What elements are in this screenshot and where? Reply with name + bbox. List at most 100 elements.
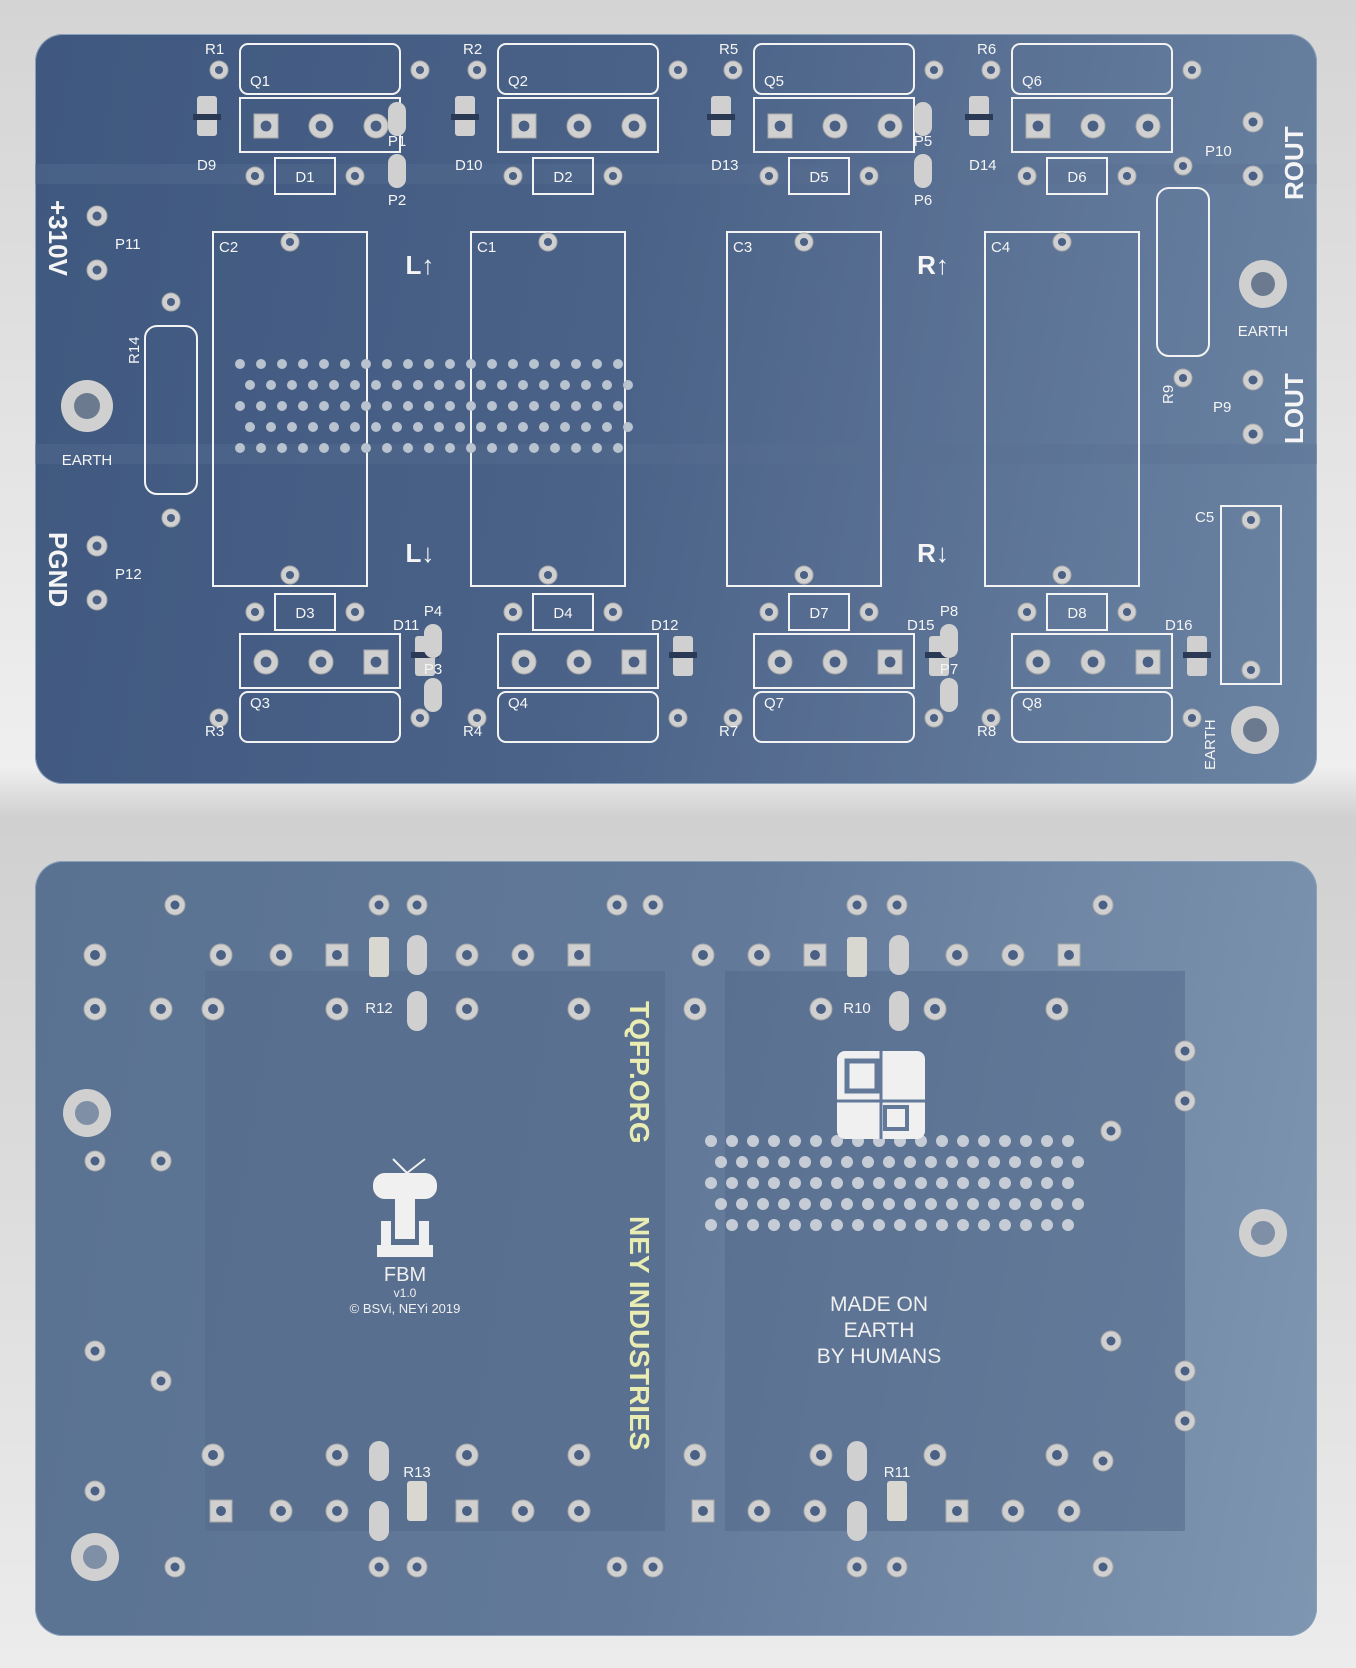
pad-hole — [374, 900, 384, 910]
heatsink-outline — [1011, 97, 1173, 153]
mounting-hole-center — [83, 1545, 107, 1569]
pad-hole — [930, 1004, 940, 1014]
via — [403, 443, 413, 453]
via — [340, 359, 350, 369]
via — [768, 1219, 780, 1231]
connector-label: P12 — [115, 566, 142, 583]
pad-hole — [1008, 950, 1018, 960]
pad-hole — [1178, 161, 1188, 171]
transistor-outline — [1011, 43, 1173, 95]
resistor-label: R9 — [1160, 385, 1177, 404]
made-on-line-2: EARTH — [844, 1319, 915, 1342]
via — [434, 380, 444, 390]
diode-band — [707, 114, 735, 120]
via — [539, 380, 549, 390]
via — [371, 380, 381, 390]
via — [1051, 1198, 1063, 1210]
pad-hole — [1180, 1046, 1190, 1056]
pad-hole — [472, 713, 482, 723]
diode-outline — [532, 157, 594, 195]
pad-hole — [1052, 1450, 1062, 1460]
via — [925, 1198, 937, 1210]
jumper-label: P3 — [424, 661, 442, 678]
connector-label: P9 — [1213, 399, 1231, 416]
via — [319, 401, 329, 411]
pad-hole — [1098, 900, 1108, 910]
via — [319, 443, 329, 453]
pad-hole — [1087, 120, 1099, 132]
via — [852, 1219, 864, 1231]
via — [550, 443, 560, 453]
rout-label: ROUT — [1279, 126, 1309, 200]
resistor-label: R10 — [843, 1000, 871, 1017]
via — [1009, 1156, 1021, 1168]
pad-hole — [648, 900, 658, 910]
resistor-label: R7 — [719, 723, 738, 740]
pad-hole — [90, 950, 100, 960]
smd-resistor — [887, 1481, 907, 1521]
via — [988, 1198, 1000, 1210]
diode-label: D10 — [455, 157, 483, 174]
oval-pad — [407, 991, 427, 1031]
pad-hole — [628, 120, 640, 132]
via — [571, 443, 581, 453]
via — [277, 401, 287, 411]
copyright-text: © BSVi, NEYi 2019 — [350, 1301, 461, 1316]
via — [550, 401, 560, 411]
pad-hole — [332, 1004, 342, 1014]
lout-label: LOUT — [1279, 373, 1309, 444]
via — [1020, 1135, 1032, 1147]
capacitor-outline — [1220, 505, 1282, 685]
transistor-label: Q6 — [1022, 73, 1042, 90]
chip-logo-icon — [837, 1051, 925, 1139]
pad-hole — [690, 1450, 700, 1460]
smd-resistor — [407, 1481, 427, 1521]
diode-label: D4 — [553, 605, 572, 622]
transistor-outline — [239, 691, 401, 743]
via — [382, 401, 392, 411]
transistor-label: Q7 — [764, 695, 784, 712]
pad-hole — [156, 1004, 166, 1014]
pad-hole — [166, 513, 176, 523]
via — [1072, 1156, 1084, 1168]
pad-hole — [612, 1562, 622, 1572]
jumper-label: P2 — [388, 192, 406, 209]
capacitor-label: C2 — [219, 239, 238, 256]
pad-hole — [90, 1004, 100, 1014]
jumper-pad — [388, 154, 406, 188]
via — [266, 422, 276, 432]
pad-hole — [728, 65, 738, 75]
via — [245, 422, 255, 432]
pad-hole — [952, 1506, 962, 1516]
pad-hole — [166, 297, 176, 307]
pad-hole — [673, 713, 683, 723]
via — [736, 1156, 748, 1168]
pad-hole — [573, 120, 585, 132]
jumper-pad — [914, 154, 932, 188]
diode-band — [411, 652, 439, 658]
via — [308, 422, 318, 432]
via — [757, 1198, 769, 1210]
pad-hole — [1064, 1506, 1074, 1516]
via — [256, 359, 266, 369]
pad-hole — [1180, 1096, 1190, 1106]
pad-hole — [1142, 656, 1154, 668]
diode-band — [1183, 652, 1211, 658]
pad-hole — [892, 900, 902, 910]
transistor-outline — [239, 43, 401, 95]
pad-hole — [518, 950, 528, 960]
via — [999, 1135, 1011, 1147]
via — [466, 443, 476, 453]
pad-hole — [608, 171, 618, 181]
company-text: NEY INDUSTRIES — [624, 1216, 655, 1450]
via — [1020, 1219, 1032, 1231]
arrow-label: R↓ — [917, 538, 949, 568]
diode-band — [193, 114, 221, 120]
fbm-logo-icon — [373, 1158, 437, 1257]
via — [581, 380, 591, 390]
via — [466, 359, 476, 369]
diode-label: D9 — [197, 157, 216, 174]
capacitor-label: C1 — [477, 239, 496, 256]
pad-hole — [608, 607, 618, 617]
